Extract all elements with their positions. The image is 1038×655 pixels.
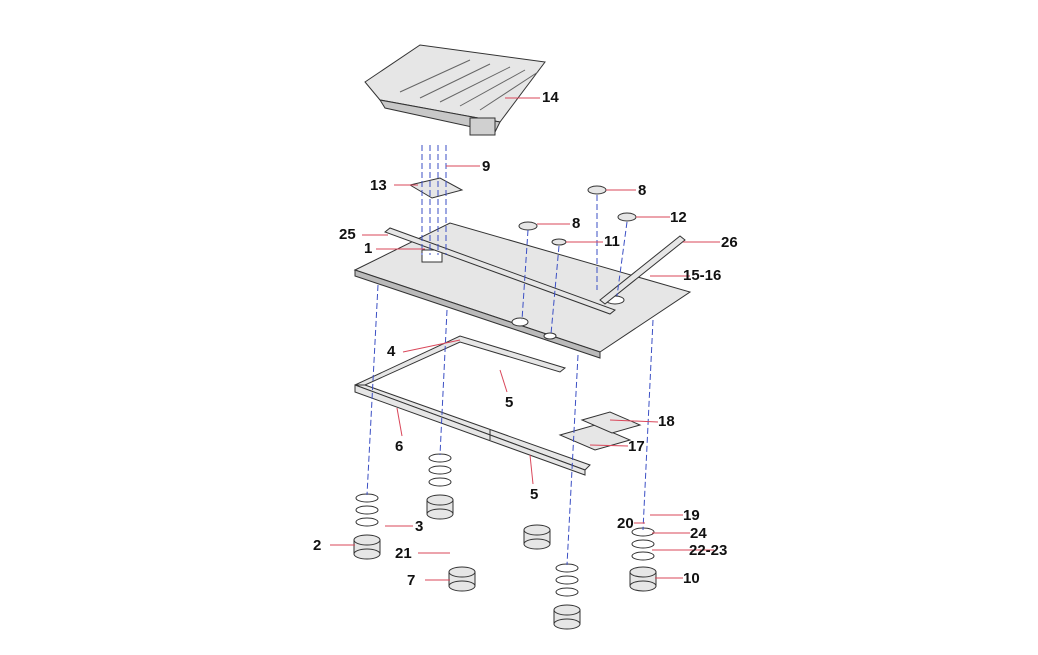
leader-lines xyxy=(330,97,720,581)
part-frame xyxy=(354,335,591,476)
callout-7: 7 xyxy=(407,572,416,589)
callout-24: 24 xyxy=(690,525,707,542)
callout-14: 14 xyxy=(542,89,559,106)
callout-25: 25 xyxy=(339,226,356,243)
callout-9: 9 xyxy=(482,158,491,175)
callout-21: 21 xyxy=(395,545,412,562)
callout-13: 13 xyxy=(370,177,387,194)
part-tray xyxy=(364,44,546,136)
callout-6: 6 xyxy=(395,438,404,455)
callout-17: 17 xyxy=(628,438,645,455)
callout-11: 11 xyxy=(604,233,620,250)
callout-12: 12 xyxy=(670,209,687,226)
assembly-axes xyxy=(366,145,654,566)
callout-15-16: 15-16 xyxy=(683,267,722,284)
part-rod-26 xyxy=(599,235,686,305)
callout-4: 4 xyxy=(387,343,396,360)
callout-3: 3 xyxy=(415,518,424,535)
part-rod-25 xyxy=(383,227,617,315)
callout-5: 5 xyxy=(530,486,539,503)
callout-5: 5 xyxy=(505,394,514,411)
part-bracket xyxy=(408,177,464,199)
callout-8: 8 xyxy=(638,182,647,199)
callout-1: 1 xyxy=(364,240,373,257)
callout-19: 19 xyxy=(683,507,700,524)
callout-8: 8 xyxy=(572,215,581,232)
callout-10: 10 xyxy=(683,570,700,587)
callout-20: 20 xyxy=(617,515,634,532)
callout-26: 26 xyxy=(721,234,738,251)
part-feet xyxy=(353,494,657,630)
part-plate xyxy=(353,222,692,359)
callout-18: 18 xyxy=(658,413,675,430)
callout-22-23: 22-23 xyxy=(689,542,728,559)
callout-2: 2 xyxy=(313,537,322,554)
